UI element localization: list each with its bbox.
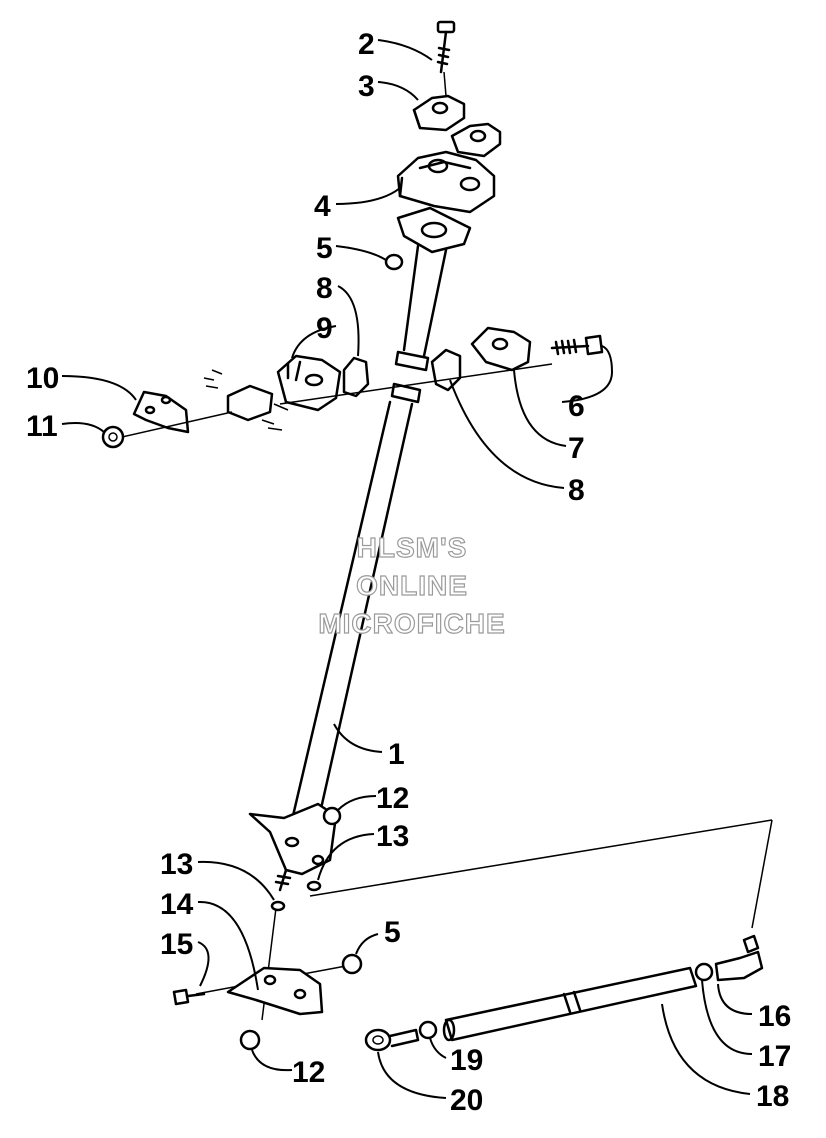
callout-13-right: 13 (376, 820, 409, 853)
callout-5-bottom: 5 (384, 916, 401, 949)
callout-4: 4 (314, 190, 331, 223)
part-2-bolt (436, 20, 456, 74)
callout-8-right: 8 (568, 474, 585, 507)
part-1-steering-post (248, 206, 472, 892)
leader-lines (61, 39, 753, 1099)
callout-19: 19 (450, 1044, 483, 1077)
part-4-handlebar-block (396, 150, 496, 214)
callout-10: 10 (26, 362, 59, 395)
part-15-bolt (172, 988, 206, 1006)
part-13-washers (270, 880, 322, 912)
part-11-nut (101, 425, 125, 449)
callout-5-top: 5 (316, 232, 333, 265)
part-17-jam-nut (694, 962, 714, 982)
callout-14: 14 (160, 888, 194, 921)
watermark: HLSM'S ONLINE MICROFICHE (318, 531, 506, 639)
part-6-bolt (550, 334, 604, 356)
watermark-line-2: ONLINE (356, 570, 468, 601)
callout-2: 2 (358, 28, 375, 61)
part-3-upper-clamp (412, 94, 502, 158)
callout-6: 6 (568, 390, 585, 423)
part-19-jam-nut (418, 1020, 438, 1040)
callout-11: 11 (26, 410, 58, 443)
callout-8-top: 8 (316, 272, 333, 305)
part-8-clamp-right (430, 348, 462, 392)
part-14-lower-bracket (226, 966, 324, 1016)
part-18-tie-rod (442, 966, 698, 1042)
callout-20: 20 (450, 1084, 483, 1117)
watermark-line-3: MICROFICHE (318, 608, 505, 639)
part-9-clamp (276, 354, 342, 412)
callout-12-top: 12 (376, 782, 409, 815)
callout-1: 1 (388, 738, 405, 771)
callout-labels: 2 3 4 5 8 9 10 11 6 7 8 1 12 13 13 14 15… (26, 28, 791, 1117)
switch-assembly (203, 369, 289, 431)
callout-9: 9 (316, 312, 333, 345)
part-7-clamp (470, 326, 532, 372)
part-20-rod-end (364, 1028, 420, 1052)
callout-3: 3 (358, 70, 375, 103)
part-12-nut-top (322, 806, 342, 826)
part-16-tie-rod-end (714, 934, 764, 982)
callout-16: 16 (758, 1000, 791, 1033)
callout-12-bottom: 12 (292, 1056, 325, 1089)
part-10-bracket (132, 390, 190, 434)
callout-13-left: 13 (160, 848, 193, 881)
callout-18: 18 (756, 1080, 789, 1113)
part-12-nut-bottom (239, 1029, 261, 1051)
part-5-upper-nut (384, 253, 404, 271)
callout-17: 17 (758, 1040, 791, 1073)
part-5-lower-nut (341, 953, 363, 975)
callout-15: 15 (160, 928, 193, 961)
callout-7: 7 (568, 432, 585, 465)
watermark-line-1: HLSM'S (357, 532, 468, 563)
part-8-clamp-left (342, 356, 370, 398)
